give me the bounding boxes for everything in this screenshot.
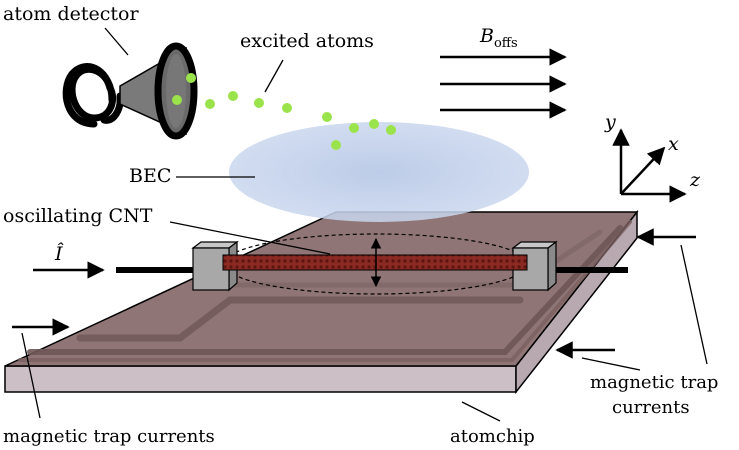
leader-trap-left	[21, 332, 41, 419]
atom-detector-icon	[62, 42, 198, 140]
atom	[282, 103, 292, 113]
b-offs-arrows	[440, 48, 567, 119]
coordinate-axes	[612, 128, 687, 203]
label-magnetic-trap-currents-right-line2: currents	[612, 397, 690, 418]
atom	[254, 98, 264, 108]
leader-atomchip	[461, 401, 501, 422]
label-magnetic-trap-currents-right-line1: magnetic trap	[590, 372, 718, 393]
detector-coil	[62, 63, 124, 128]
bec-cloud	[229, 122, 529, 222]
label-bec: BEC	[129, 165, 171, 187]
leader-lines	[21, 27, 708, 422]
leader-cnt	[169, 221, 331, 255]
atom	[349, 123, 359, 133]
label-b-offs-symbol: B	[479, 25, 494, 47]
label-atom-detector: atom detector	[3, 3, 139, 25]
label-current-i: Î	[54, 242, 64, 265]
leader-excited-atoms	[264, 59, 284, 93]
atomchip-front-face	[4, 365, 517, 393]
label-axis-y: y	[604, 111, 616, 133]
label-oscillating-cnt: oscillating CNT	[3, 205, 153, 227]
atom	[172, 95, 182, 105]
atom	[228, 91, 238, 101]
atom	[331, 140, 341, 150]
axis-x-arrow	[620, 146, 666, 195]
label-axis-z: z	[689, 169, 701, 191]
label-axis-x: x	[668, 133, 679, 155]
cnt-assembly	[116, 233, 628, 295]
leader-trap-right-1	[680, 244, 708, 365]
label-b-offs-subscript: offs	[494, 36, 518, 51]
atomchip	[4, 209, 639, 395]
current-arrows	[12, 228, 696, 359]
label-b-offs: Boffs	[479, 25, 518, 51]
atom	[205, 99, 215, 109]
atom	[322, 112, 332, 122]
atom	[386, 125, 396, 135]
label-magnetic-trap-currents-left: magnetic trap currents	[3, 426, 215, 447]
excited-atoms	[172, 73, 396, 150]
carbon-nanotube	[222, 254, 528, 271]
atom	[369, 119, 379, 129]
atom	[186, 73, 196, 83]
label-atomchip: atomchip	[450, 426, 535, 447]
trap-wire-z	[76, 296, 524, 342]
leader-atom-detector	[104, 27, 129, 56]
label-excited-atoms: excited atoms	[240, 30, 374, 52]
leader-trap-right-2	[581, 357, 641, 371]
